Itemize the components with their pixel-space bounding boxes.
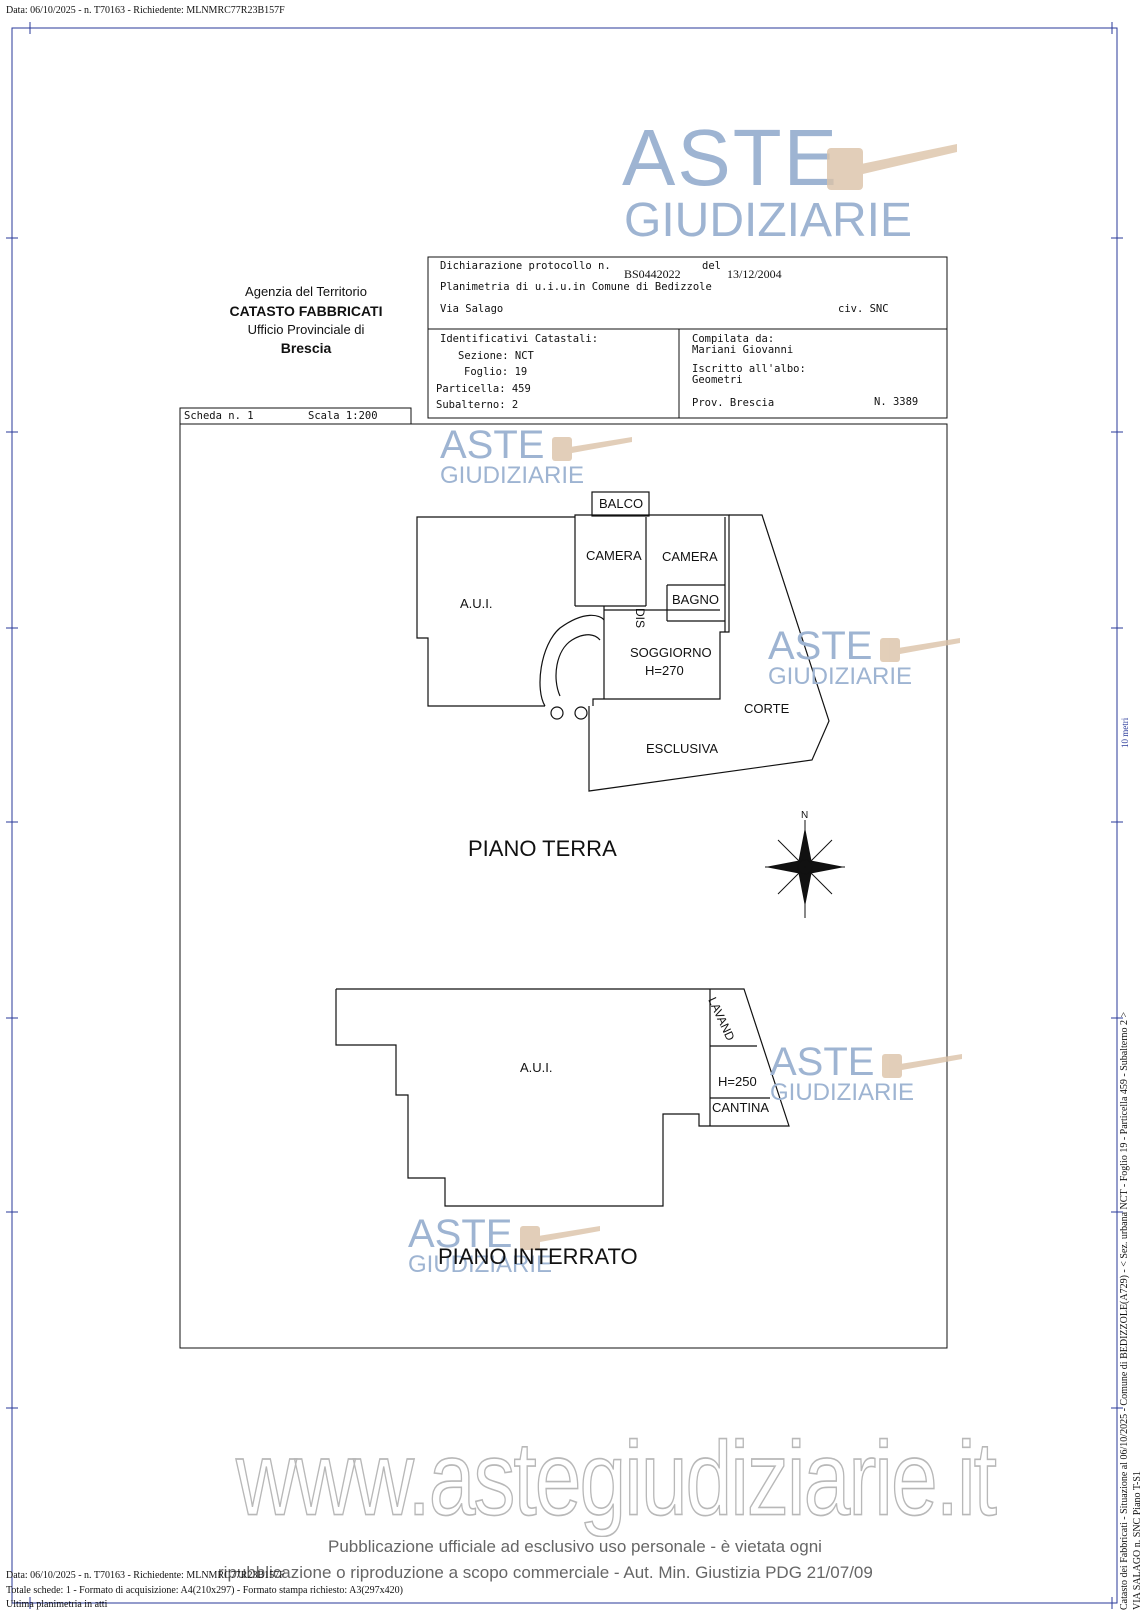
compilata-title: Compilata da:: [692, 333, 775, 345]
header-boxes: [179, 256, 948, 425]
header-top-line: Data: 06/10/2025 - n. T70163 - Richieden…: [6, 5, 285, 16]
room-aui-bottom: A.U.I.: [520, 1060, 553, 1075]
protocol-label: Dichiarazione protocollo n.: [440, 260, 611, 272]
watermark-giudiziarie: GIUDIZIARIE: [624, 194, 913, 247]
watermark-giudiziarie: GIUDIZIARIE: [768, 663, 913, 690]
gavel-icon: [827, 140, 957, 190]
del-label: del: [702, 260, 721, 272]
compilata-name: Mariani Giovanni: [692, 344, 794, 356]
subalterno-line: Subalterno: 2: [436, 399, 519, 411]
watermark-aste: ASTE: [770, 1040, 875, 1084]
watermark-aste: ASTE: [408, 1212, 513, 1256]
scale-metri-label: 10 metri: [1120, 717, 1130, 748]
planimetria-line: Planimetria di u.i.u.in Comune di Bedizz…: [440, 281, 712, 293]
watermark-giudiziarie: GIUDIZIARIE: [440, 462, 585, 489]
agency-line4: Brescia: [280, 340, 332, 356]
sezione-line: Sezione: NCT: [458, 350, 534, 362]
agency-block: Agenzia del Territorio CATASTO FABBRICAT…: [196, 284, 416, 356]
compass-n-label: N: [801, 810, 809, 821]
side-text-line-1: Catasto dei Fabbricati - Situazione al 0…: [1119, 1011, 1130, 1610]
gavel-icon: [880, 636, 960, 671]
numero-line: N. 3389: [874, 396, 919, 408]
watermark-logo-small-2: ASTE GIUDIZIARIE: [768, 626, 968, 696]
gavel-icon: [882, 1052, 962, 1087]
room-bagno: BAGNO: [672, 592, 719, 607]
albo-value: Geometri: [692, 374, 743, 386]
agency-line2: CATASTO FABBRICATI: [229, 303, 383, 319]
agency-line1: Agenzia del Territorio: [245, 284, 367, 299]
room-esclusiva: ESCLUSIVA: [646, 741, 719, 756]
particella-line: Particella: 459: [436, 383, 531, 395]
scala-label: Scala 1:200: [308, 410, 378, 422]
outer-frame: [6, 22, 1123, 1609]
room-camera-1: CAMERA: [586, 548, 642, 563]
identificativi-title: Identificativi Catastali:: [440, 333, 599, 345]
gavel-icon: [552, 435, 632, 470]
drawing-area: [179, 423, 948, 1349]
protocol-number: BS0442022: [624, 267, 681, 281]
piano-interrato-title: PIANO INTERRATO: [438, 1244, 638, 1269]
side-text-line-2: VIA SALAGO n. SNC Piano T-S1: [1132, 1471, 1143, 1610]
albo-label: Iscritto all'albo:: [692, 363, 806, 375]
room-h270: H=270: [645, 663, 684, 678]
scheda-label: Scheda n. 1: [184, 410, 254, 422]
watermark-logo-large: ASTE GIUDIZIARIE: [622, 118, 962, 253]
agency-line3: Ufficio Provinciale di: [247, 322, 365, 337]
watermark-logo-small-1: ASTE GIUDIZIARIE: [440, 425, 640, 495]
protocol-date: 13/12/2004: [727, 267, 782, 281]
gavel-icon: [520, 1224, 600, 1259]
room-dis: DIS: [633, 608, 647, 629]
footer-line-1: Data: 06/10/2025 - n. T70163 - Richieden…: [6, 1570, 285, 1581]
foglio-line: Foglio: 19: [464, 366, 528, 378]
room-soggiorno: SOGGIORNO: [630, 645, 712, 660]
piano-terra-title: PIANO TERRA: [468, 836, 617, 861]
notice-line-1: Pubblicazione ufficiale ad esclusivo uso…: [328, 1537, 822, 1556]
room-corte: CORTE: [744, 701, 790, 716]
watermark-logo-small-3: ASTE GIUDIZIARIE: [770, 1042, 970, 1112]
watermark-logo-small-4: ASTE GIUDIZIARIE: [408, 1214, 608, 1284]
ground-floor-plan: [416, 491, 830, 792]
compass-rose: [765, 820, 845, 918]
prov-line: Prov. Brescia: [692, 397, 775, 409]
basement-plan: [335, 988, 790, 1207]
footer-line-2: Totale schede: 1 - Formato di acquisizio…: [6, 1585, 403, 1596]
room-aui-top: A.U.I.: [460, 596, 493, 611]
watermark-aste: ASTE: [622, 113, 839, 202]
address-line: Via Salago: [440, 303, 504, 315]
civ-line: civ. SNC: [838, 303, 889, 315]
room-balco: BALCO: [599, 496, 644, 511]
watermark-aste: ASTE: [440, 423, 545, 467]
footer-line-3: Ultima planimetria in atti: [6, 1599, 108, 1610]
room-camera-2: CAMERA: [662, 549, 718, 564]
watermark-aste: ASTE: [768, 624, 873, 668]
room-cantina: CANTINA: [712, 1100, 770, 1115]
watermark-url: www.astegiudiziarie.it: [235, 1418, 997, 1537]
notice-line-2: ripubblicazione o riproduzione a scopo c…: [218, 1563, 873, 1582]
watermark-giudiziarie: GIUDIZIARIE: [408, 1251, 553, 1278]
watermark-giudiziarie: GIUDIZIARIE: [770, 1079, 915, 1106]
room-h250: H=250: [718, 1074, 757, 1089]
